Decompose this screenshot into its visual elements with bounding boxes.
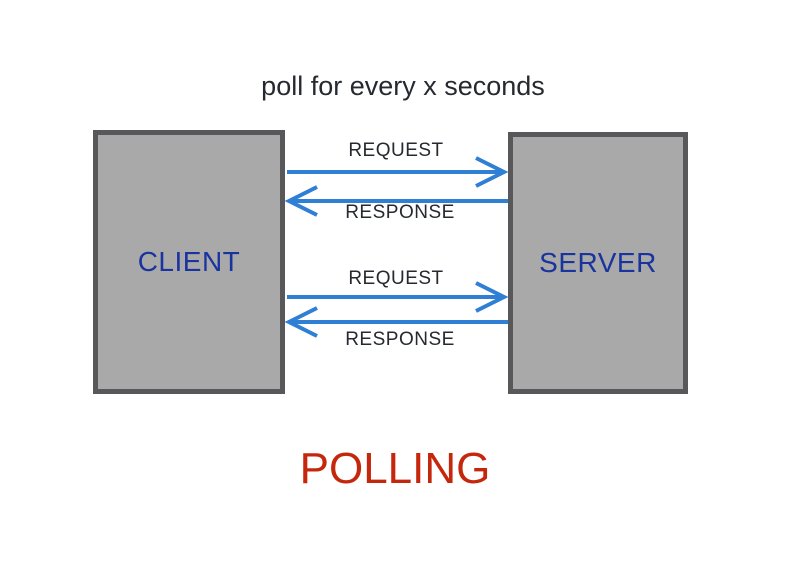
client-node-label: CLIENT [137,246,241,277]
client-node: CLIENT [93,130,285,394]
server-node-label: SERVER [539,247,657,278]
diagram-caption: POLLING [299,444,491,493]
response-label-1: RESPONSE [345,202,455,223]
response-label-2: RESPONSE [345,329,455,350]
diagram-title: poll for every x seconds [261,71,545,101]
request-label-2: REQUEST [348,268,444,289]
request-arrow-icon-1 [287,156,509,188]
server-node: SERVER [508,132,688,394]
request-label-1: REQUEST [348,140,444,161]
